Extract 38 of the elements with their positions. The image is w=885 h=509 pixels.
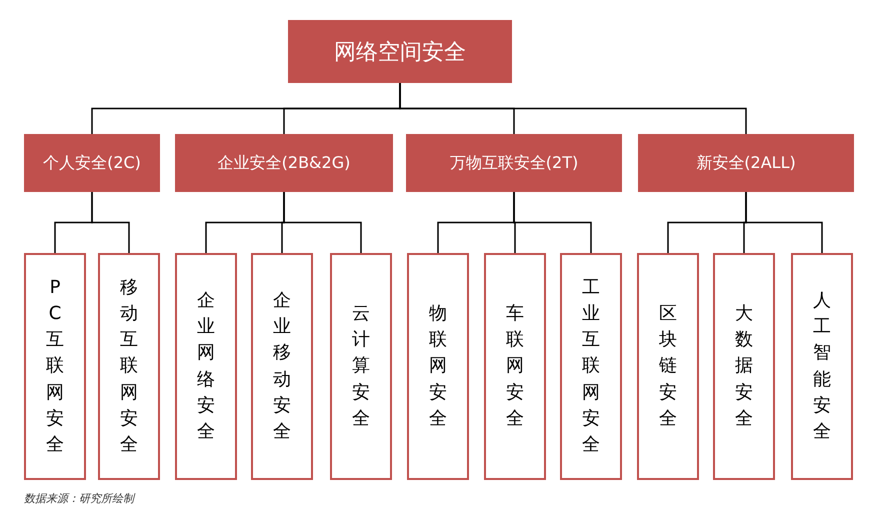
node-label: 大数据安全: [735, 302, 753, 431]
leaf-box: [98, 253, 160, 480]
node-label: 移动互联网安全: [120, 276, 138, 457]
node-label: 新安全(2ALL): [696, 152, 796, 174]
leaf-box: [484, 253, 546, 480]
leaf-box: [791, 253, 853, 480]
leaf-box: [560, 253, 622, 480]
node-label: 企业移动安全: [273, 289, 291, 444]
connector-line: [283, 192, 362, 253]
leaf-box: [175, 253, 237, 480]
node-label: 人工智能安全: [813, 289, 831, 444]
category-box: [175, 134, 393, 192]
connector-line: [91, 192, 130, 253]
node-label: 企业安全(2B&2G): [218, 152, 350, 174]
node-label: PC互联网安全: [46, 276, 64, 457]
node-label: 个人安全(2C): [43, 152, 141, 174]
leaf-box: [330, 253, 392, 480]
leaf-box: [713, 253, 775, 480]
category-box: [24, 134, 160, 192]
category-box: [288, 20, 512, 83]
connector-line: [399, 83, 747, 134]
leaf-box: [637, 253, 699, 480]
node-label: 区块链安全: [659, 302, 677, 431]
node-label: 企业网络安全: [197, 289, 215, 444]
leaf-box: [24, 253, 86, 480]
leaf-box: [251, 253, 313, 480]
category-box: [406, 134, 622, 192]
source-caption: 数据来源：研究所绘制: [24, 491, 134, 506]
category-box: [638, 134, 854, 192]
connector-line: [513, 192, 592, 253]
connector-line: [745, 192, 823, 253]
node-label: 物联网安全: [429, 302, 447, 431]
node-label: 车联网安全: [506, 302, 524, 431]
node-label: 网络空间安全: [334, 38, 466, 66]
leaf-box: [407, 253, 469, 480]
node-label: 云计算安全: [352, 302, 370, 431]
node-label: 工业互联网安全: [582, 276, 600, 457]
node-label: 万物互联安全(2T): [450, 152, 578, 174]
